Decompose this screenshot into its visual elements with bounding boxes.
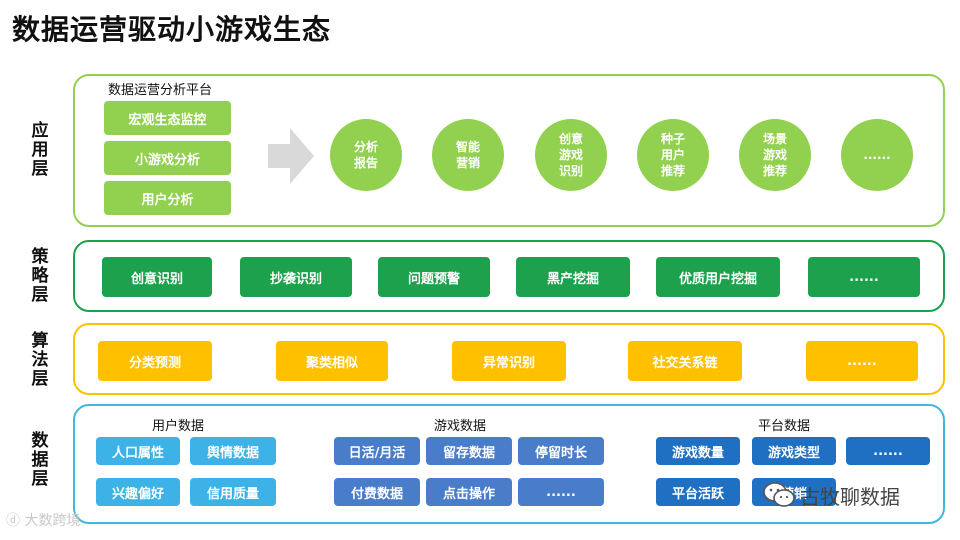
layer-label-char: 据 (31, 449, 49, 470)
watermark-left-text: 大数跨境 (24, 513, 81, 529)
layer-label-char: 用 (31, 139, 49, 160)
circle-more: ...... (841, 119, 913, 191)
user-data-sentiment: 舆情数据 (190, 437, 276, 465)
layer-label-char: 算 (31, 330, 49, 351)
platform-title: 数据运营分析平台 (108, 83, 213, 98)
layer-label-char: 略 (31, 265, 49, 286)
platform-item-macro-monitoring: 宏观生态监控 (104, 101, 231, 135)
watermark-right-text: 古牧聊数据 (800, 484, 900, 509)
circle-analysis-report: 分析 报告 (330, 119, 402, 191)
page-title: 数据运营驱动小游戏生态 (12, 13, 332, 46)
layer-label-char: 层 (31, 284, 49, 305)
platform-item-user-analysis: 用户分析 (104, 181, 231, 215)
wechat-icon (763, 482, 795, 507)
layer-label-char: 策 (31, 246, 49, 267)
circle-seed-user-recommendation: 种子 用户 推荐 (637, 119, 709, 191)
strategy-item-blackmarket-mining: 黑产挖掘 (516, 257, 630, 297)
layer-label-algorithm: 算 法 层 (22, 330, 58, 390)
platform-data-more: ...... (846, 437, 930, 465)
platform-data-activity: 平台活跃 (656, 478, 740, 506)
strategy-layer-panel (73, 240, 945, 312)
layer-label-data: 数 据 层 (22, 430, 58, 490)
game-data-dau-mau: 日活/月活 (334, 437, 420, 465)
platform-data-game-count: 游戏数量 (656, 437, 740, 465)
circle-scene-game-recommendation: 场景 游戏 推荐 (739, 119, 811, 191)
game-data-more: ...... (518, 478, 604, 506)
strategy-item-quality-user-mining: 优质用户挖掘 (656, 257, 780, 297)
layer-label-strategy: 策 略 层 (22, 246, 58, 306)
layer-label-char: 层 (31, 368, 49, 389)
algorithm-item-anomaly-detection: 异常识别 (452, 341, 566, 381)
algorithm-item-classification: 分类预测 (98, 341, 212, 381)
algorithm-item-more: ...... (806, 341, 918, 381)
watermark-right: 古牧聊数据 (762, 480, 900, 510)
game-data-payment: 付费数据 (334, 478, 420, 506)
watermark-left: ⓓ 大数跨境 (6, 510, 80, 530)
strategy-item-issue-warning: 问题预警 (378, 257, 490, 297)
user-data-title: 用户数据 (152, 419, 205, 434)
layer-label-char: 层 (31, 468, 49, 489)
platform-data-title: 平台数据 (758, 419, 811, 434)
right-arrow-icon (268, 128, 314, 184)
watermark-logo-icon: ⓓ (6, 513, 20, 529)
circle-creative-game-recognition: 创意 游戏 识别 (535, 119, 607, 191)
layer-label-char: 法 (31, 349, 49, 370)
strategy-item-more: ...... (808, 257, 920, 297)
strategy-item-plagiarism-recognition: 抄袭识别 (240, 257, 352, 297)
game-data-dwell-time: 停留时长 (518, 437, 604, 465)
layer-label-char: 数 (31, 430, 49, 451)
platform-item-minigame-analysis: 小游戏分析 (104, 141, 231, 175)
layer-label-char: 应 (31, 120, 49, 141)
user-data-interests: 兴趣偏好 (96, 478, 180, 506)
user-data-demographics: 人口属性 (96, 437, 180, 465)
user-data-credit: 信用质量 (190, 478, 276, 506)
layer-label-char: 层 (31, 158, 49, 179)
layer-label-app: 应 用 层 (22, 120, 58, 180)
platform-data-game-type: 游戏类型 (752, 437, 836, 465)
algorithm-item-social-graph: 社交关系链 (628, 341, 742, 381)
game-data-clicks: 点击操作 (426, 478, 512, 506)
circle-smart-marketing: 智能 营销 (432, 119, 504, 191)
strategy-item-creative-recognition: 创意识别 (102, 257, 212, 297)
algorithm-item-clustering: 聚类相似 (276, 341, 388, 381)
game-data-title: 游戏数据 (434, 419, 487, 434)
game-data-retention: 留存数据 (426, 437, 512, 465)
